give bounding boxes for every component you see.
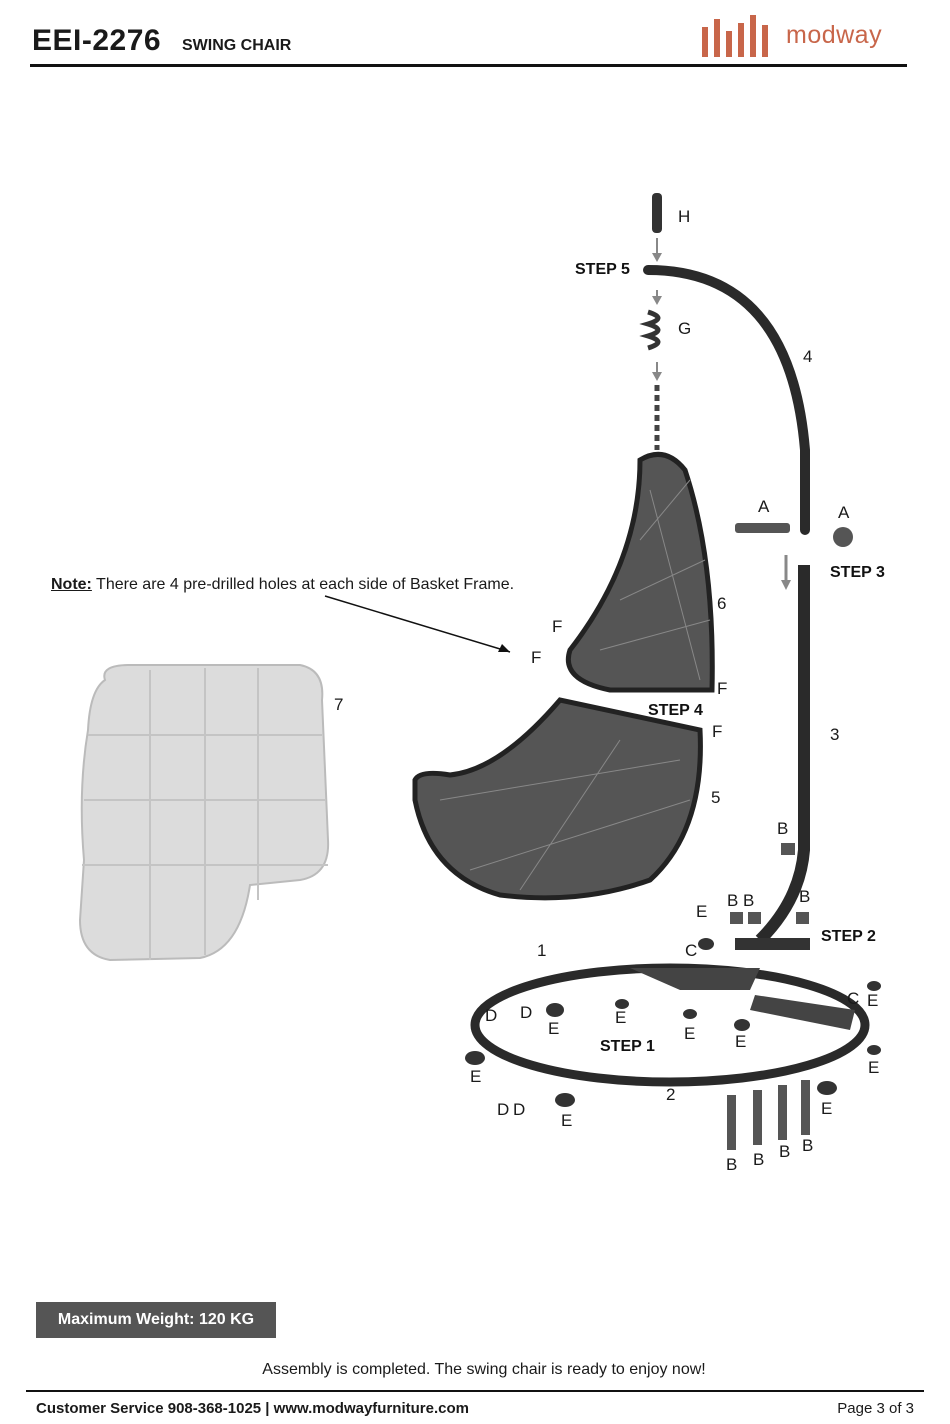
part-label-e6: E xyxy=(735,1032,746,1051)
part-label-d1: D xyxy=(485,1006,497,1025)
part-label-b8: B xyxy=(802,1136,813,1155)
part-label-b3: B xyxy=(743,891,754,910)
part-label-b7: B xyxy=(779,1142,790,1161)
part-label-4: 4 xyxy=(803,347,812,366)
note-text: There are 4 pre-drilled holes at each si… xyxy=(96,576,515,593)
step-3-label: STEP 3 xyxy=(830,564,885,581)
part-label-g: G xyxy=(678,319,691,338)
brand-name: modway xyxy=(786,21,883,49)
part-label-d3: D xyxy=(497,1100,509,1119)
assembly-diagram: STEP 5 STEP 3 STEP 4 STEP 2 STEP 1 H G 4… xyxy=(78,193,885,1174)
part-label-e9: E xyxy=(821,1099,832,1118)
hanging-hardware xyxy=(639,193,662,450)
stand-frame xyxy=(643,265,810,945)
customer-service: Customer Service 908-368-1025 | www.modw… xyxy=(36,1400,469,1417)
part-label-e5: E xyxy=(684,1024,695,1043)
step-1-label: STEP 1 xyxy=(600,1038,655,1055)
part-label-f4: F xyxy=(712,722,722,741)
page-number: Page 3 of 3 xyxy=(837,1400,914,1417)
part-label-3: 3 xyxy=(830,725,839,744)
feet-e xyxy=(465,938,881,1107)
part-label-f3: F xyxy=(717,679,727,698)
base-frame xyxy=(470,938,870,1087)
cushion-illustration xyxy=(78,664,330,962)
part-label-a: A xyxy=(758,497,770,516)
note-title: Note: xyxy=(51,576,92,593)
footer-divider xyxy=(26,1390,924,1392)
part-label-d2: D xyxy=(520,1003,532,1022)
modway-logo-icon xyxy=(702,15,768,57)
step-5-label: STEP 5 xyxy=(575,261,630,278)
part-label-d4: D xyxy=(513,1100,525,1119)
header-divider xyxy=(30,64,907,67)
part-label-2: 2 xyxy=(666,1085,675,1104)
part-label-f2: F xyxy=(531,648,541,667)
part-label-a-nut: A xyxy=(838,503,850,522)
note-arrow xyxy=(324,595,511,653)
part-label-b2: B xyxy=(727,891,738,910)
part-label-h: H xyxy=(678,207,690,226)
basket-upper xyxy=(566,451,715,693)
part-label-e8: E xyxy=(470,1067,481,1086)
part-label-b5: B xyxy=(726,1155,737,1174)
part-label-e10: E xyxy=(561,1111,572,1130)
part-label-e1: E xyxy=(696,902,707,921)
part-label-e2: E xyxy=(867,991,878,1010)
part-label-5: 5 xyxy=(711,788,720,807)
part-label-c2: C xyxy=(847,989,859,1008)
part-label-7: 7 xyxy=(334,695,343,714)
max-weight-badge: Maximum Weight: 120 KG xyxy=(36,1302,276,1338)
part-label-b6: B xyxy=(753,1150,764,1169)
part-label-b1: B xyxy=(777,819,788,838)
part-label-6: 6 xyxy=(717,594,726,613)
step-2-label: STEP 2 xyxy=(821,928,876,945)
basket-lower xyxy=(412,697,703,901)
bolt-a-icon xyxy=(735,523,853,547)
product-name: SWING CHAIR xyxy=(182,37,292,54)
note: Note: There are 4 pre-drilled holes at e… xyxy=(51,576,514,594)
part-label-1: 1 xyxy=(537,941,546,960)
part-label-b4: B xyxy=(799,887,810,906)
part-label-e7: E xyxy=(868,1058,879,1077)
part-label-e3: E xyxy=(548,1019,559,1038)
step-4-label: STEP 4 xyxy=(648,702,703,719)
model-number: EEI-2276 xyxy=(32,24,162,57)
part-label-e4: E xyxy=(615,1008,626,1027)
completion-message: Assembly is completed. The swing chair i… xyxy=(262,1361,706,1378)
part-label-c1: C xyxy=(685,941,697,960)
bolts-b xyxy=(727,843,810,1150)
part-label-f1: F xyxy=(552,617,562,636)
